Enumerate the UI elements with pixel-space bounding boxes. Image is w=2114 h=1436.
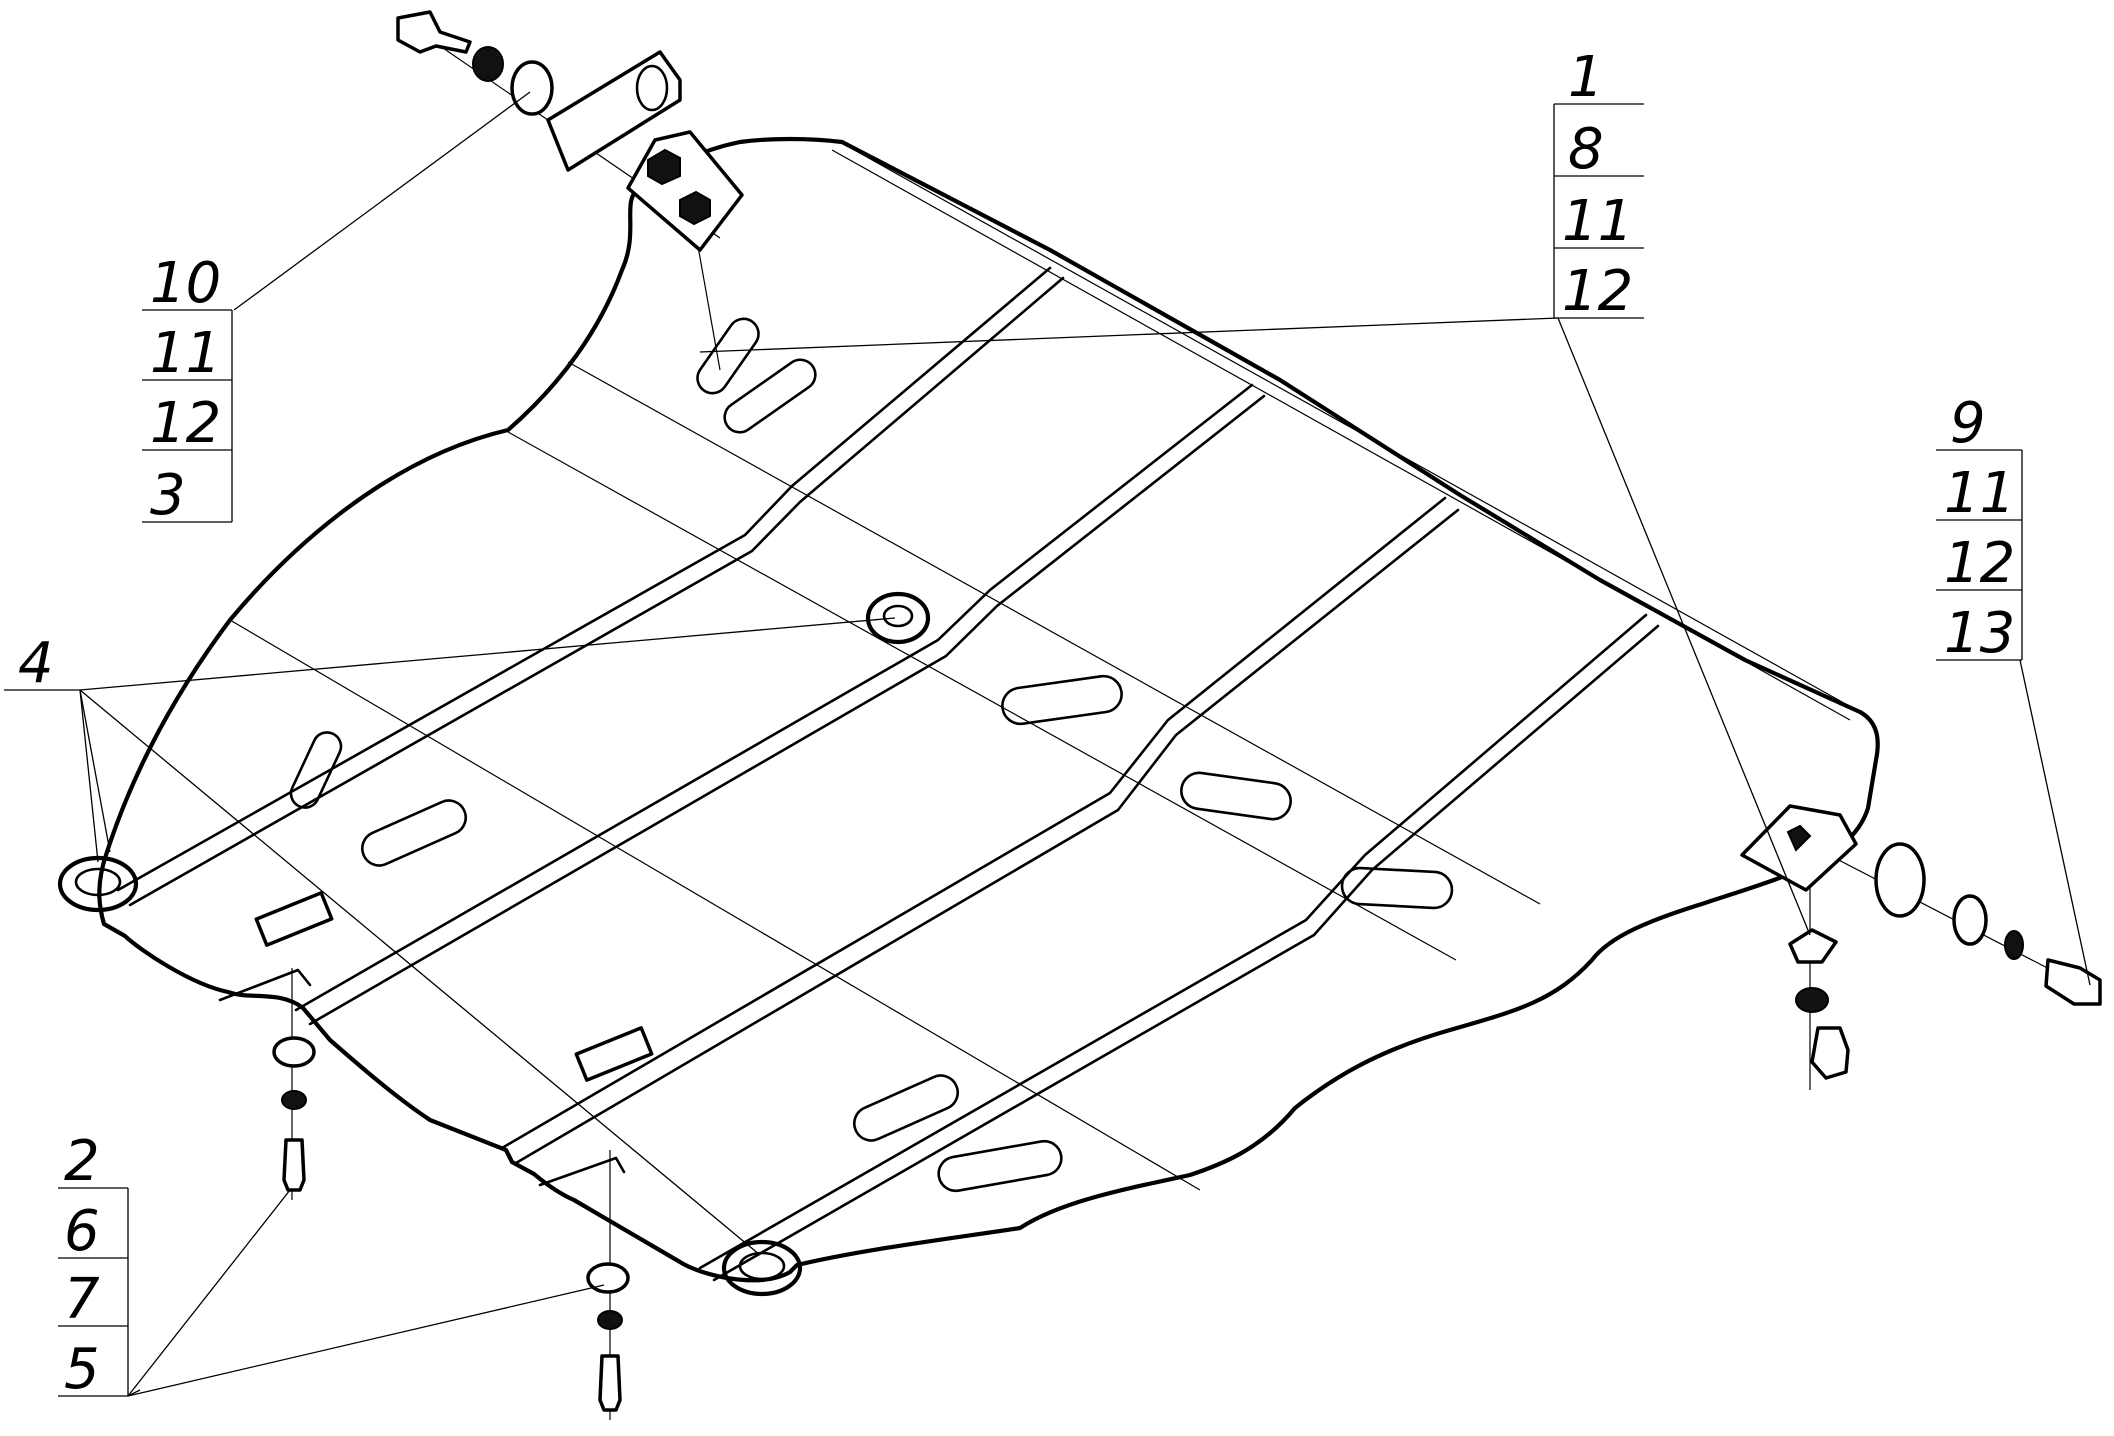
cage-nut-mid (574, 1026, 654, 1082)
callout-2: 2 (64, 1129, 100, 1194)
callout-10: 10 (150, 251, 221, 316)
callout-3: 3 (150, 463, 186, 528)
callout-7: 7 (64, 1267, 100, 1332)
plate-outline (97, 136, 1880, 1283)
right-mount-hardware (1740, 804, 2102, 1090)
bottom-left-hardware (272, 968, 630, 1420)
callout-1: 1 (1568, 45, 1604, 110)
bend-line-2 (507, 431, 1457, 961)
washer-bl1 (272, 1036, 316, 1068)
callout-12: 12 (150, 391, 221, 456)
bolt-right-lower (1810, 1026, 1850, 1080)
rib-2 (294, 383, 1254, 1012)
callout-11: 11 (1562, 189, 1633, 254)
callout-group-left: 4 (4, 631, 80, 696)
callout-group-top-right: 1 8 11 12 (1553, 45, 1644, 324)
bend-line-1 (567, 361, 1541, 905)
washer-bl2 (586, 1262, 630, 1294)
rib-3 (500, 496, 1447, 1150)
bolt-bl1 (282, 1138, 306, 1192)
callout-group-bottom-left: 2 6 7 5 (58, 1129, 129, 1402)
skid-plate (57, 136, 1880, 1297)
bracket-plate-top (546, 50, 682, 172)
callout-6: 6 (64, 1199, 100, 1264)
washer-top (510, 60, 554, 116)
callout-9: 9 (1950, 391, 1986, 456)
bend-line-3 (229, 619, 1201, 1191)
rib-4 (698, 613, 1648, 1270)
nut-right-lower (1788, 928, 1838, 964)
lock-washer-right (2004, 930, 2024, 960)
callout-4: 4 (18, 631, 54, 696)
vent-slots (289, 317, 1454, 1193)
bolt-top (396, 10, 472, 54)
leader-lines (79, 91, 2091, 1397)
weld-nut-top (626, 130, 744, 252)
bolt-bl2 (598, 1354, 622, 1412)
callout-12: 12 (1562, 259, 1633, 324)
washer-right (1952, 894, 1988, 946)
callout-8: 8 (1568, 117, 1604, 182)
lock-washer-top (472, 46, 504, 82)
callout-11: 11 (150, 321, 221, 386)
cage-nut-left (254, 891, 334, 947)
callout-5: 5 (64, 1337, 100, 1402)
callout-13: 13 (1944, 601, 2015, 666)
callout-group-top-left: 10 11 12 3 (142, 251, 233, 528)
callout-12: 12 (1944, 531, 2015, 596)
large-washer-right (1874, 842, 1926, 918)
callout-group-right: 9 11 12 13 (1936, 391, 2023, 666)
callout-11: 11 (1944, 461, 2015, 526)
bolt-right (2044, 958, 2102, 1006)
top-mount-hardware (396, 10, 744, 371)
rear-edge-line (839, 141, 1861, 713)
rib-1 (116, 266, 1052, 892)
